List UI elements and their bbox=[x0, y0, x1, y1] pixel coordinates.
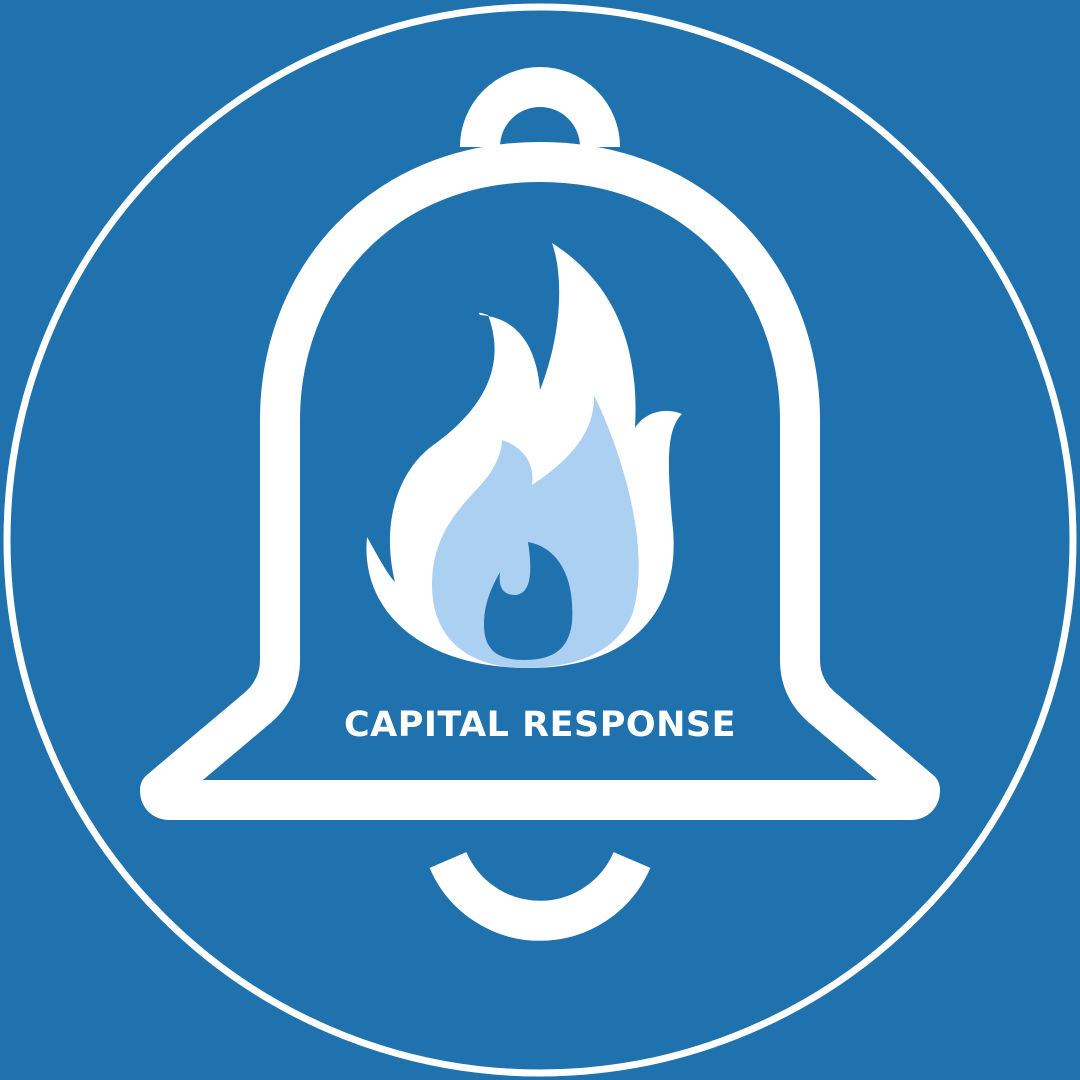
flame-inner-icon bbox=[432, 395, 639, 668]
bell-clapper bbox=[429, 851, 651, 941]
brand-name: CAPITAL RESPONSE bbox=[343, 705, 737, 745]
flame-core-icon bbox=[484, 542, 573, 660]
bell-loop bbox=[460, 67, 620, 148]
bell-outline-icon bbox=[140, 142, 940, 820]
outer-ring bbox=[3, 3, 1077, 1077]
